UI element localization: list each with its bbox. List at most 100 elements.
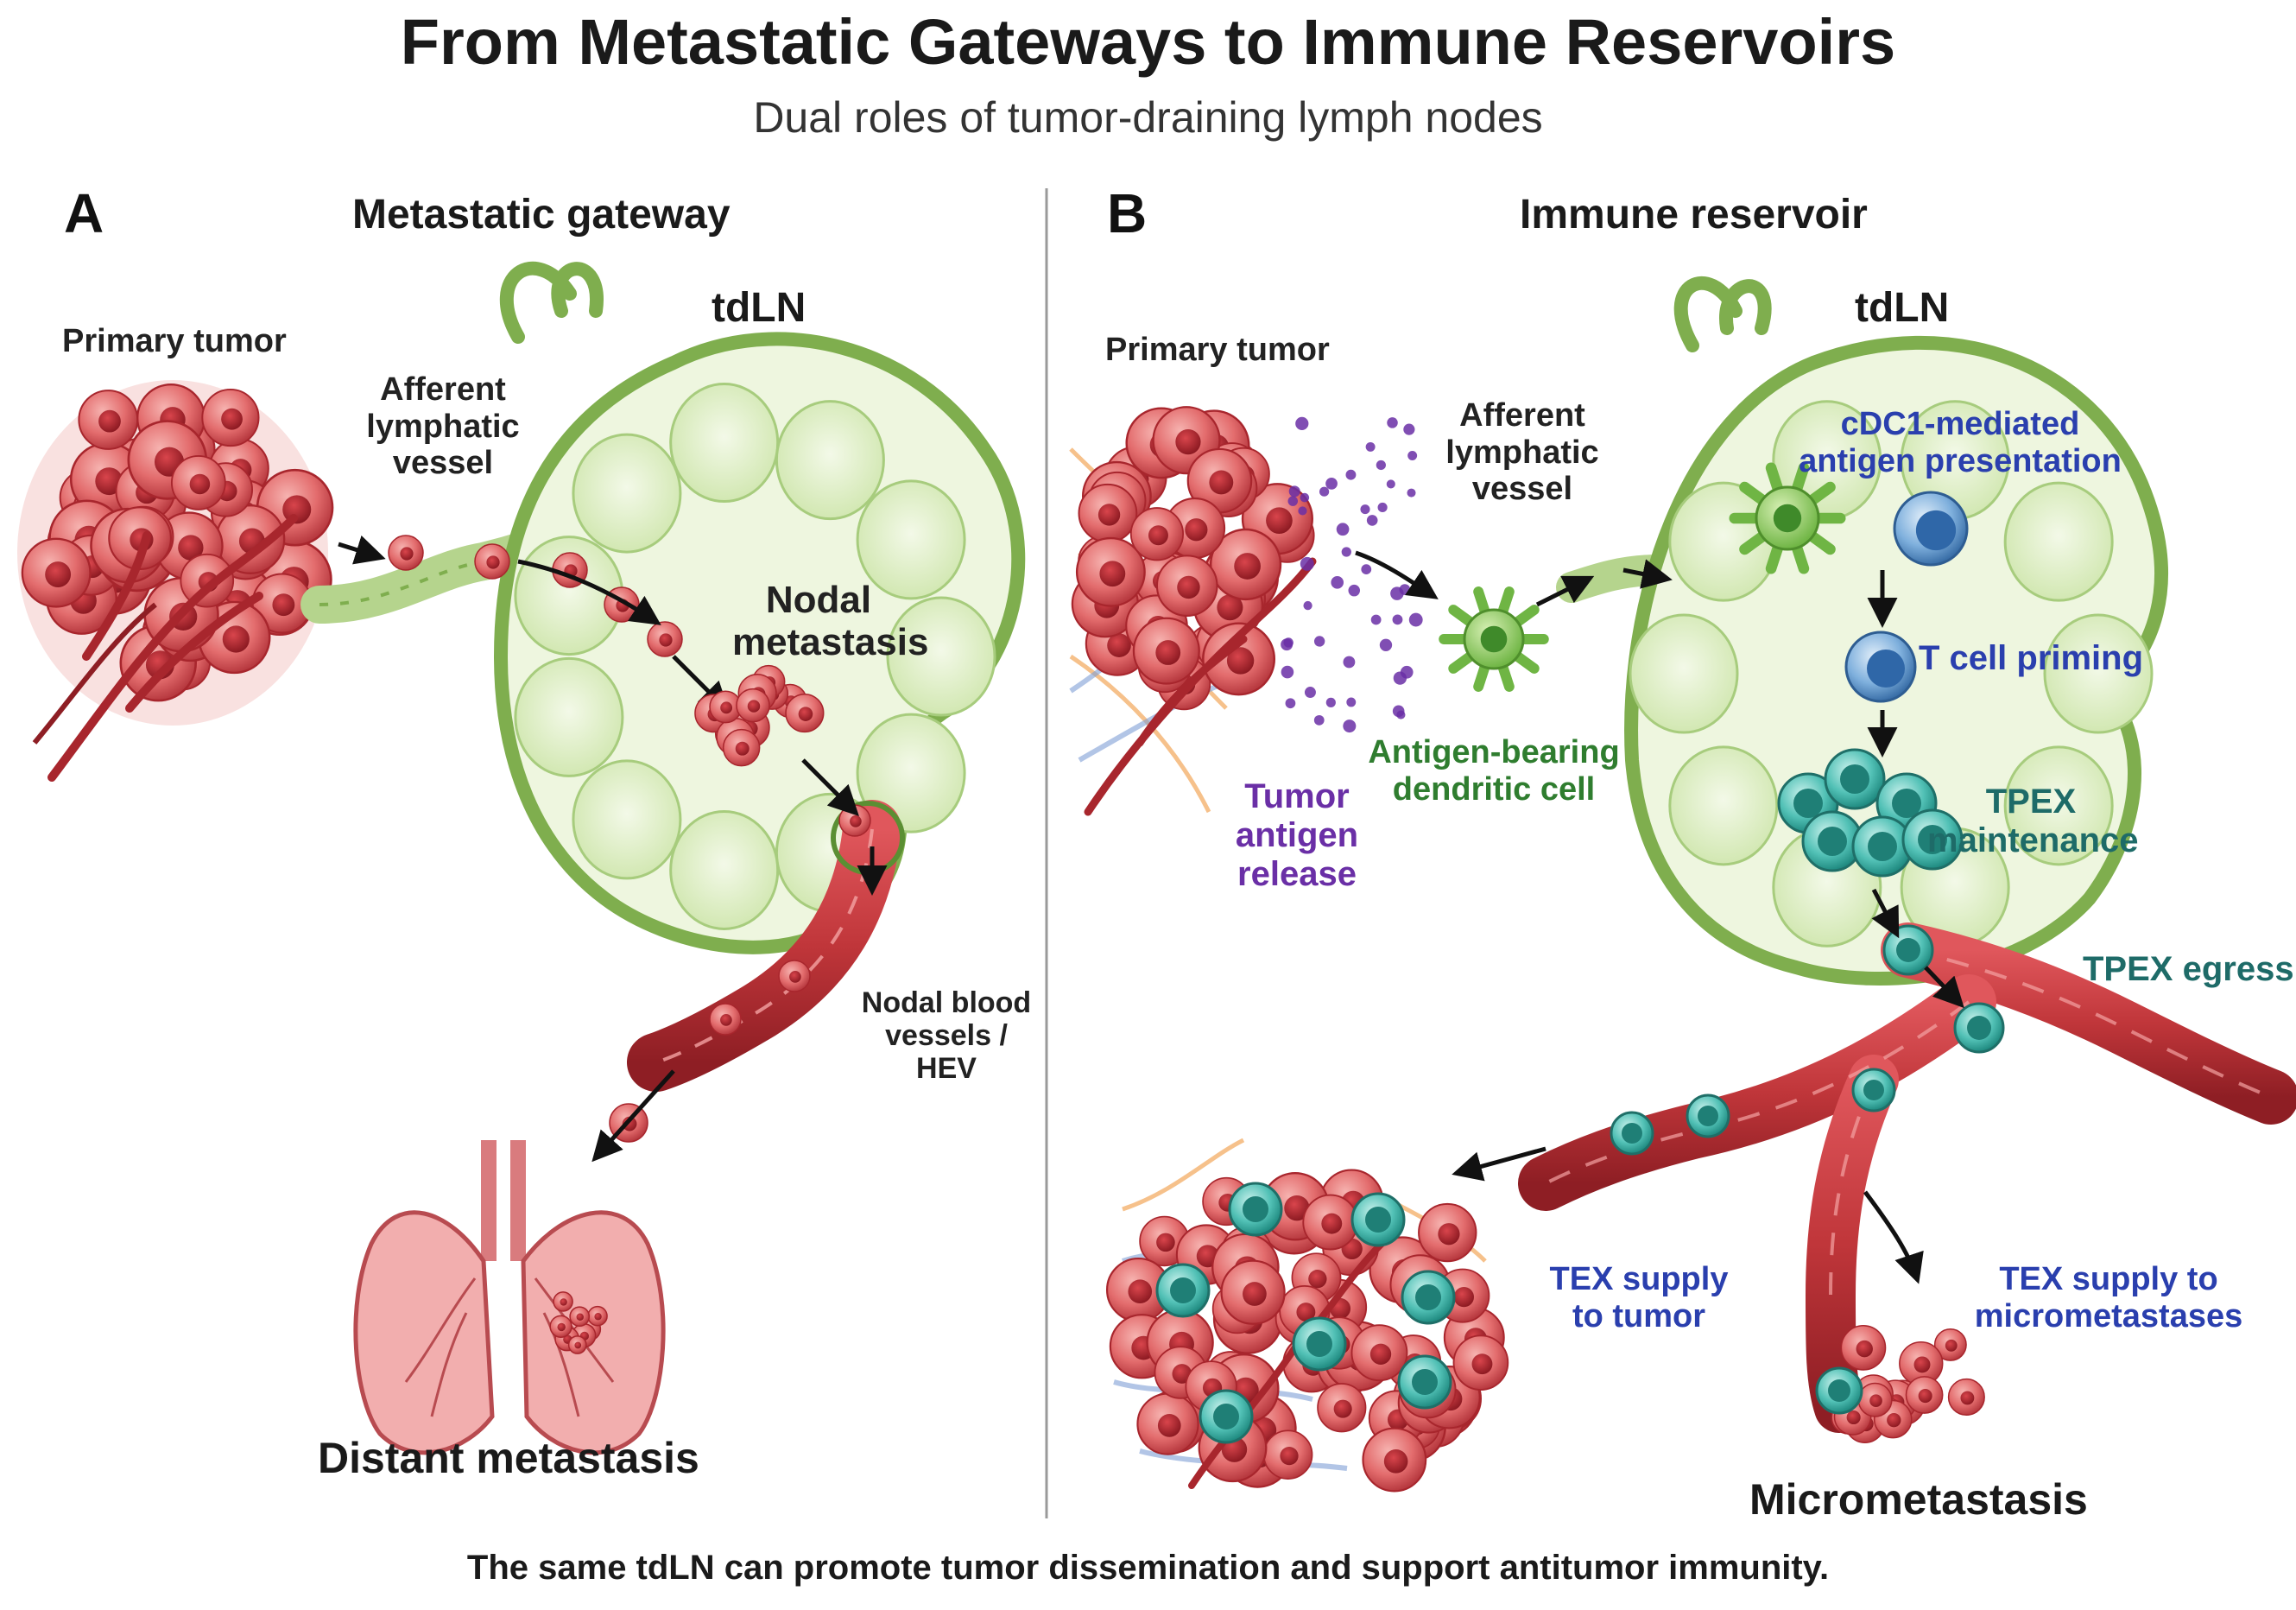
panel-b-tdln-label: tdLN (1855, 285, 1950, 331)
panel-a-tdln-label: tdLN (712, 285, 806, 331)
lung-metastasis-cell (587, 1305, 608, 1327)
figure-title: From Metastatic Gateways to Immune Reser… (400, 6, 1896, 78)
primary-tumor-cell (1209, 528, 1282, 601)
panel-a-afferent-vessel-label: Afferent lymphatic vessel (366, 371, 520, 482)
panel-a-title: Metastatic gateway (352, 192, 731, 238)
tumor-cell (1302, 1194, 1359, 1251)
arrow-to-distant-site (591, 1069, 675, 1163)
tpex-egress-label: TPEX egress (2083, 950, 2294, 988)
micrometastasis-cell (1933, 1328, 1967, 1361)
lymph-follicle (886, 596, 996, 717)
migrating-tumor-cell (647, 621, 683, 657)
migrating-tumor-cell (388, 535, 424, 571)
arrow-egress (1871, 888, 1900, 939)
egressing-tpex-cell (1953, 1002, 2005, 1054)
tpex-cell (1824, 748, 1886, 810)
panel-b-letter: B (1107, 182, 1148, 244)
nodal-blood-vessels-label: Nodal blood vessels / HEV (861, 986, 1032, 1086)
panel-a-primary-tumor-label: Primary tumor (62, 323, 287, 359)
lymph-follicle (669, 809, 780, 930)
tumor-with-tex-cells (1105, 1138, 1509, 1493)
arrow-to-vessel (338, 535, 386, 565)
primary-tumor-cell (201, 388, 260, 447)
naive-t-cell (1893, 491, 1969, 567)
lymph-node-b (1624, 276, 2168, 986)
lymph-follicle (2043, 613, 2154, 734)
tumor-antigen-release-label: Tumor antigen release (1235, 777, 1359, 893)
primary-tumor-cell (1186, 447, 1253, 514)
tumor-cell (1362, 1427, 1427, 1493)
lymph-follicle (1629, 613, 1739, 734)
micrometastasis-cell (1905, 1376, 1944, 1414)
efferent-blood-vessels-b (1518, 922, 2296, 1433)
tpex-cell (1801, 810, 1863, 872)
nodal-metastasis-cell (722, 728, 761, 767)
circulating-tumor-cell (778, 960, 811, 992)
lymph-follicle (514, 656, 624, 777)
micrometastasis-cluster (1831, 1325, 1985, 1443)
circulating-tex-cell (1610, 1111, 1654, 1156)
circulating-tex-cell (1851, 1068, 1896, 1112)
figure-caption: The same tdLN can promote tumor dissemin… (466, 1549, 1830, 1587)
lymph-follicle (2003, 745, 2114, 866)
tex-supply-micrometastases-label: TEX supply to micrometastases (1974, 1261, 2243, 1334)
primary-tumor-cell (1132, 617, 1200, 685)
lymph-follicle (572, 759, 682, 880)
antigen-bearing-dc-label: Antigen-bearing dendritic cell (1368, 734, 1620, 808)
arrow-dc-migration (1535, 575, 1595, 607)
lymph-follicle (572, 433, 682, 554)
cdc1-cell (1729, 462, 1846, 574)
primary-tumor-cell (1155, 555, 1218, 618)
tumor-cell (1350, 1324, 1408, 1382)
lymph-follicle (669, 383, 780, 504)
infiltrating-tex-cell (1815, 1366, 1863, 1415)
nodal-metastasis-cell (736, 688, 770, 723)
tumor-cell (1418, 1202, 1477, 1263)
tumor-cell (1317, 1383, 1367, 1433)
circulating-tex-cell (1686, 1093, 1730, 1138)
primed-t-cell (1844, 631, 1917, 703)
lung-metastasis-cell (569, 1306, 591, 1328)
infiltrating-tex-cell (1199, 1389, 1254, 1444)
lymph-follicle (856, 479, 966, 600)
panel-a-letter: A (64, 182, 104, 244)
lung-metastasis-cell (553, 1291, 573, 1312)
antigen-bearing-dendritic-cell (1439, 586, 1549, 692)
panel-a-primary-tumor (17, 380, 334, 782)
panel-b-primary-tumor (1069, 406, 1317, 816)
arrow-to-hev (801, 758, 859, 816)
nodal-metastasis-label: Nodal metastasis (732, 579, 929, 664)
micrometastasis-label: Micrometastasis (1749, 1475, 2088, 1524)
primary-tumor-cell (1202, 622, 1276, 696)
lung-metastasis-cell (567, 1335, 587, 1354)
infiltrating-tex-cell (1155, 1263, 1211, 1318)
lungs-illustration (353, 1140, 666, 1455)
lymph-follicle (775, 400, 885, 521)
micrometastasis-cell (1857, 1382, 1893, 1417)
tumor-cell (1136, 1392, 1199, 1455)
lung-metastasis-cell (549, 1315, 572, 1338)
circulating-tumor-cell (709, 1003, 742, 1036)
tpex-cell (1901, 808, 1964, 871)
infiltrating-tex-cell (1350, 1192, 1406, 1247)
tpex-maintenance-label: TPEX maintenance (1927, 783, 2139, 859)
infiltrating-tex-cell (1228, 1182, 1283, 1237)
lymph-follicle (1668, 745, 1779, 866)
arrow-antigen-uptake (1355, 550, 1439, 599)
arrow-into-node (1622, 559, 1673, 589)
primary-tumor-cell (1129, 507, 1185, 561)
arrow-egress-vessel (1924, 966, 1964, 1009)
arrow-tex-to-tumor (1452, 1146, 1546, 1182)
cdc1-antigen-presentation-label: cDC1-mediated antigen presentation (1799, 406, 2122, 479)
figure-subtitle: Dual roles of tumor-draining lymph nodes (753, 93, 1543, 142)
panel-b-title: Immune reservoir (1520, 192, 1868, 238)
arrow-tex-to-micromet (1863, 1190, 1924, 1284)
micrometastasis-cell (1840, 1325, 1887, 1371)
tumor-antigen-particles (1281, 416, 1423, 733)
infiltrating-tex-cell (1397, 1354, 1452, 1410)
tpex-cell (1851, 815, 1913, 878)
migrating-tumor-cell (474, 543, 510, 580)
micrometastasis-cell (1899, 1341, 1944, 1386)
